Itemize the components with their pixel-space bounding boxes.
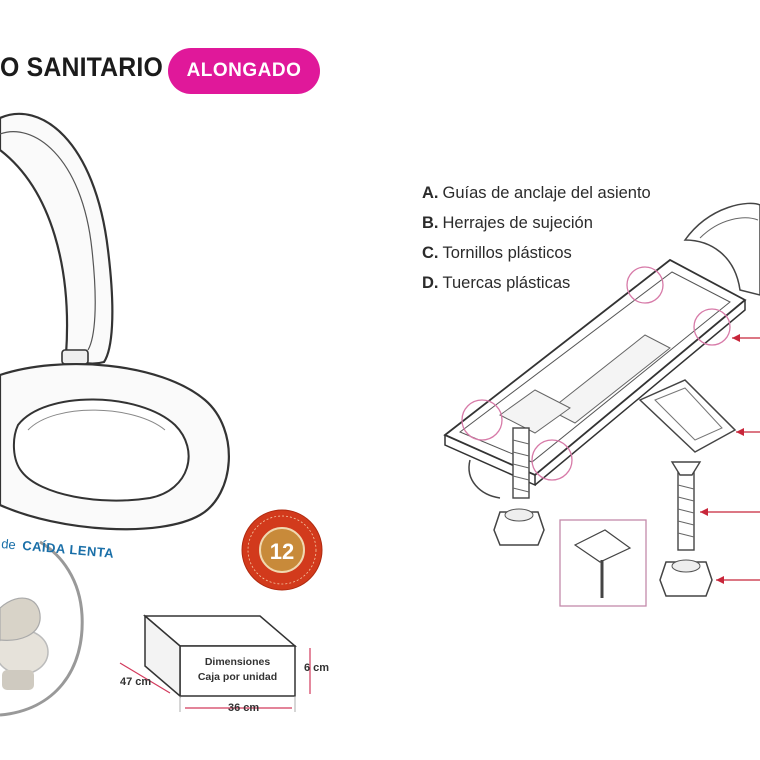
- bracket-shape: [638, 379, 737, 453]
- box-label-line2: Caja por unidad: [197, 671, 278, 683]
- warranty-seal: 12: [241, 509, 323, 591]
- nut-right-shape: [659, 561, 713, 597]
- legend-item-c: C.Tornillos plásticos: [422, 244, 572, 262]
- legend-item-a: A.Guías de anclaje del asiento: [422, 184, 651, 202]
- mounting-hardware-diagram: [443, 202, 760, 607]
- nut-left-shape: [493, 511, 545, 546]
- page-title: O SANITARIO: [0, 52, 164, 82]
- screw-right-shape: [677, 464, 695, 551]
- screw-left-shape: [512, 427, 530, 499]
- model-badge: ALONGADO: [168, 48, 320, 94]
- box-depth: 47 cm: [120, 676, 152, 688]
- parts-legend: A.Guías de anclaje del asiento B.Herraje…: [422, 178, 651, 298]
- lid-shape: [0, 112, 114, 365]
- hinge-shape: [61, 349, 89, 365]
- legend-item-d: D.Tuercas plásticas: [422, 274, 571, 292]
- warranty-number: 12: [270, 539, 294, 564]
- box-height: 6 cm: [304, 662, 330, 674]
- legend-item-b: B.Herrajes de sujeción: [422, 214, 593, 232]
- slow-close-badge: [0, 540, 84, 717]
- slow-close-prefix: de: [0, 536, 17, 553]
- seat-opening-shape: [12, 398, 190, 502]
- box-dimensions-diagram: [119, 614, 311, 712]
- box-label-line1: Dimensiones: [204, 656, 271, 668]
- box-width: 36 cm: [228, 702, 260, 714]
- toilet-seat-illustration: [0, 112, 230, 531]
